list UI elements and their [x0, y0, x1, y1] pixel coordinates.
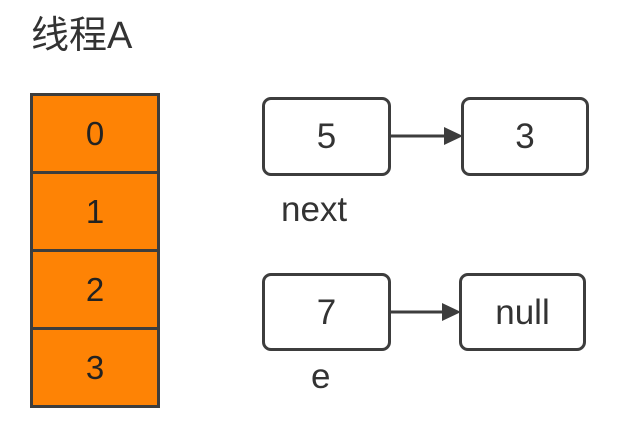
bucket-cell-1[interactable]: 1	[33, 174, 157, 252]
pointer-label-e: e	[311, 357, 331, 396]
node-box-next-target[interactable]: 3	[461, 97, 589, 176]
node-box-e-target[interactable]: null	[459, 273, 586, 351]
pointer-label-next: next	[281, 190, 348, 229]
right-arrow-icon-next	[389, 127, 463, 145]
right-arrow-icon-e	[389, 303, 461, 321]
hash-bucket-array: 0 1 2 3	[30, 93, 160, 408]
bucket-cell-3[interactable]: 3	[33, 330, 157, 405]
node-box-next-source[interactable]: 5	[262, 97, 391, 176]
bucket-cell-2[interactable]: 2	[33, 252, 157, 330]
bucket-cell-0[interactable]: 0	[33, 96, 157, 174]
node-box-e-source[interactable]: 7	[262, 273, 391, 351]
page-title: 线程A	[31, 15, 133, 57]
